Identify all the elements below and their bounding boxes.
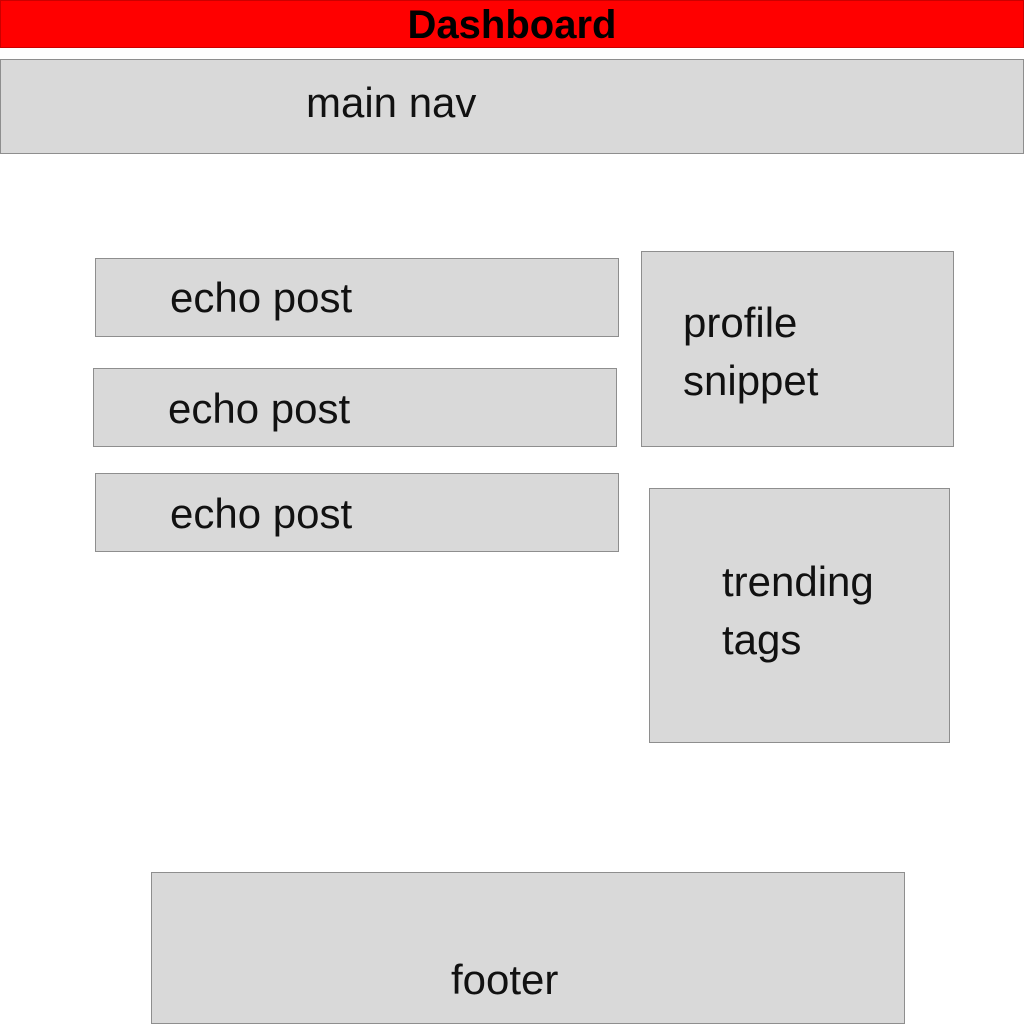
echo-post-label: echo post — [168, 385, 351, 432]
trending-tags[interactable]: trending tags — [649, 488, 950, 743]
main-nav-label: main nav — [306, 79, 477, 126]
profile-snippet-label-line1: profile — [683, 299, 798, 346]
page-title: Dashboard — [407, 3, 617, 47]
trending-tags-label-line2: tags — [722, 616, 802, 663]
echo-post-label: echo post — [170, 490, 353, 537]
footer-label: footer — [451, 956, 559, 1003]
footer: footer — [151, 872, 905, 1024]
profile-snippet-label-line2: snippet — [683, 357, 819, 404]
profile-snippet[interactable]: profile snippet — [641, 251, 954, 447]
echo-post[interactable]: echo post — [93, 368, 617, 447]
trending-tags-label-line1: trending — [722, 558, 874, 605]
main-nav[interactable]: main nav — [0, 59, 1024, 154]
dashboard-header: Dashboard — [0, 0, 1024, 48]
echo-post[interactable]: echo post — [95, 258, 619, 337]
echo-post-label: echo post — [170, 274, 353, 321]
echo-post[interactable]: echo post — [95, 473, 619, 552]
